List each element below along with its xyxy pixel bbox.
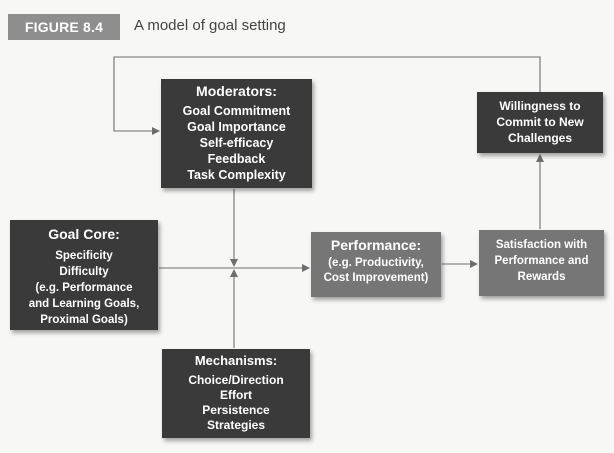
moderator-item: Goal Commitment xyxy=(182,104,291,118)
willingness-text: Willingness to xyxy=(499,99,581,113)
goal-core-item: Difficulty xyxy=(59,266,109,278)
moderators-heading: Moderators: xyxy=(196,83,277,99)
goal-core-heading: Goal Core: xyxy=(48,226,120,242)
goal-core-item: Specificity xyxy=(55,250,113,262)
mechanism-item: Strategies xyxy=(206,418,266,432)
goal-core-item: (e.g. Performance xyxy=(35,282,133,294)
satisfaction-text: Satisfaction with xyxy=(495,239,588,251)
satisfaction-text: Performance and xyxy=(494,255,589,267)
mechanism-item: Choice/Direction xyxy=(188,373,284,387)
figure-title: A model of goal setting xyxy=(134,17,286,34)
performance-heading: Performance: xyxy=(330,237,422,253)
mechanisms-heading: Mechanisms: xyxy=(194,353,278,368)
satisfaction-text: Rewards xyxy=(517,271,566,283)
figure-number-badge: FIGURE 8.4 xyxy=(8,14,120,40)
feedback-loop-connector xyxy=(113,56,541,135)
willingness-box: Willingness to Commit to New Challenges xyxy=(477,92,603,153)
moderator-item: Self-efficacy xyxy=(199,136,274,150)
willingness-text: Challenges xyxy=(507,131,573,145)
goal-core-box: Goal Core: Specificity Difficulty (e.g. … xyxy=(10,220,158,330)
satisfaction-box: Satisfaction with Performance and Reward… xyxy=(479,230,604,296)
performance-box: Performance: (e.g. Productivity, Cost Im… xyxy=(311,232,441,297)
willingness-text: Commit to New xyxy=(496,115,584,129)
mechanism-item: Persistence xyxy=(202,403,270,417)
moderators-box: Moderators: Goal Commitment Goal Importa… xyxy=(161,79,312,188)
mechanisms-box: Mechanisms: Choice/Direction Effort Pers… xyxy=(162,349,310,438)
moderator-item: Task Complexity xyxy=(187,168,286,182)
goal-core-item: Proximal Goals) xyxy=(40,314,128,326)
mechanism-item: Effort xyxy=(220,388,252,402)
performance-item: Cost Improvement) xyxy=(323,272,429,284)
moderator-item: Feedback xyxy=(207,152,266,166)
performance-item: (e.g. Productivity, xyxy=(328,257,424,269)
goal-core-item: and Learning Goals, xyxy=(28,298,140,310)
moderator-item: Goal Importance xyxy=(187,120,286,134)
